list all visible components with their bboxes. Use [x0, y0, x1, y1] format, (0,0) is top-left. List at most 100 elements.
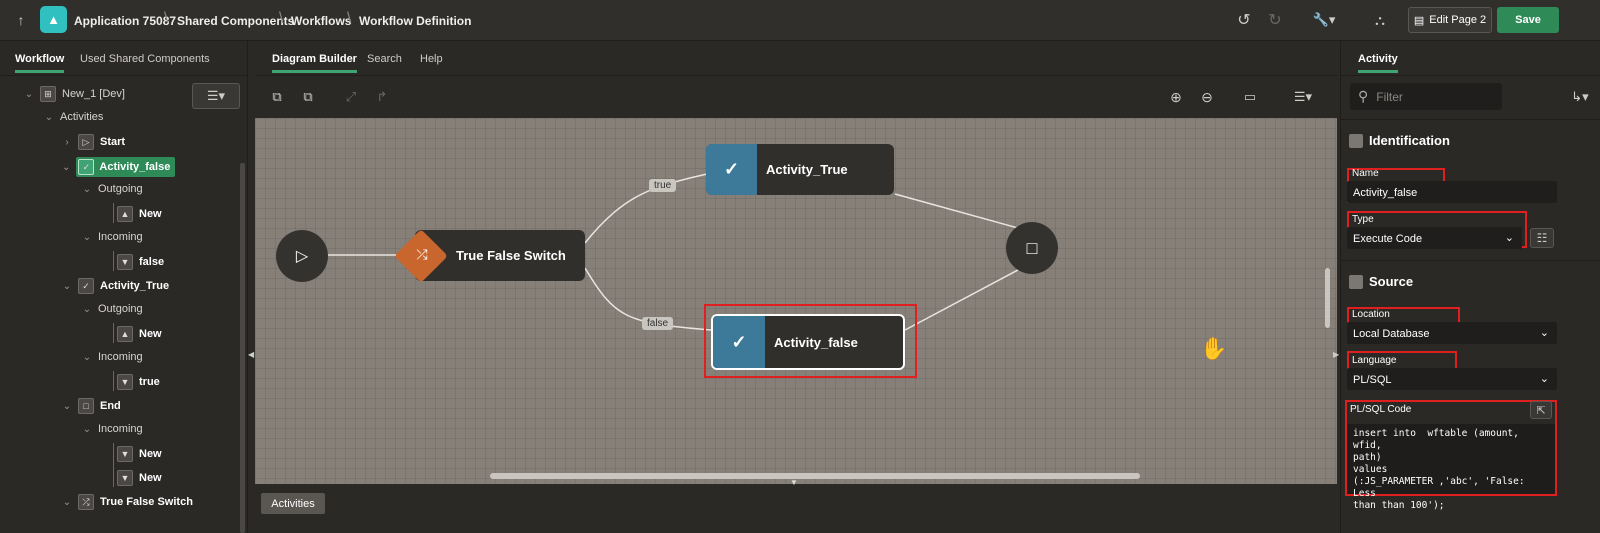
chevron-down-icon: ⌄: [82, 351, 92, 363]
highlight-box: [1345, 400, 1557, 496]
tree-end[interactable]: ⌄□End: [62, 398, 121, 414]
redo-icon[interactable]: ↻: [1268, 12, 1282, 29]
chevron-down-icon: ⌄: [82, 423, 92, 435]
name-field[interactable]: Activity_false: [1347, 181, 1557, 203]
activity-false-node[interactable]: ✓Activity_false: [711, 314, 905, 370]
list-icon[interactable]: ☷: [1530, 228, 1554, 248]
play-icon: ▷: [78, 134, 94, 150]
go-to-group-icon[interactable]: ↳▾: [1571, 89, 1589, 104]
tab-diagram-builder[interactable]: Diagram Builder: [272, 53, 357, 73]
undo-icon[interactable]: ↺: [1237, 12, 1251, 29]
tree-incoming[interactable]: ⌄Incoming: [82, 231, 143, 243]
chevron-down-icon: ⌄: [1504, 232, 1514, 244]
section-title: Source: [1369, 274, 1414, 289]
collapse-left-icon[interactable]: ◀: [248, 350, 255, 359]
arrow-down-icon: ▼: [117, 374, 133, 390]
tree-label: Incoming: [98, 231, 143, 243]
utilities-wrench-icon[interactable]: 🔧▾: [1312, 12, 1336, 27]
workflow-tree-panel: Workflow Used Shared Components ☰▾ ⌄⊞New…: [0, 41, 248, 533]
language-select[interactable]: PL/SQL⌄: [1347, 368, 1557, 390]
tab-activity[interactable]: Activity: [1358, 53, 1398, 73]
tab-used-shared-components[interactable]: Used Shared Components: [80, 53, 210, 65]
edge-true[interactable]: [584, 173, 708, 244]
tree-connection-new[interactable]: ▼New: [117, 470, 162, 486]
location-select[interactable]: Local Database⌄: [1347, 322, 1557, 344]
tree-label: true: [139, 376, 160, 388]
edge-false[interactable]: [584, 267, 712, 331]
tree-connection-new[interactable]: ▼New: [117, 446, 162, 462]
diagram-builder: Diagram Builder Search Help ⧉ ⧉ ⤢ ↱ ⊕ ⊖ …: [255, 41, 1337, 533]
check-circle-icon: ✓: [706, 144, 757, 195]
breadcrumb-shared-components[interactable]: Shared Components: [177, 14, 295, 28]
edit-page-button[interactable]: ▤Edit Page 2: [1408, 7, 1492, 33]
tree-switch[interactable]: ⌄⤮True False Switch: [62, 494, 193, 510]
tree-label: Outgoing: [98, 303, 143, 315]
expand-editor-icon[interactable]: ⇱: [1530, 401, 1552, 419]
edge-false-end[interactable]: [904, 269, 1019, 331]
connector-icon[interactable]: ⤢: [345, 89, 357, 104]
zoom-in-icon[interactable]: ⊕: [1170, 88, 1182, 105]
edge-label-false[interactable]: false: [642, 317, 674, 330]
tree-incoming[interactable]: ⌄Incoming: [82, 423, 143, 435]
chevron-down-icon: ⌄: [62, 161, 71, 173]
highlight-box: [704, 304, 917, 378]
tree-transition-new[interactable]: ▲New: [117, 206, 162, 222]
check-circle-icon: ✓: [713, 316, 765, 368]
diagram-menu-icon[interactable]: ☰▾: [1293, 89, 1313, 104]
tree-label: New: [139, 208, 162, 220]
fit-view-icon[interactable]: ▭: [1243, 89, 1257, 104]
tree-activity-false[interactable]: ⌄✓Activity_false: [62, 157, 176, 177]
tree-transition-new[interactable]: ▲New: [117, 326, 162, 342]
horizontal-scrollbar[interactable]: [490, 473, 1140, 479]
diagram-canvas[interactable]: ▷ True False Switch ⤮ ✓Activity_True ✓Ac…: [255, 118, 1337, 484]
section-source[interactable]: Source: [1349, 274, 1413, 289]
breadcrumb-workflows[interactable]: Workflows: [291, 14, 352, 28]
filter-input[interactable]: ⚲Filter: [1350, 83, 1502, 110]
code-editor[interactable]: insert into wftable (amount, wfid, path)…: [1347, 424, 1555, 511]
tree-connection-true[interactable]: ▼ true: [117, 374, 160, 390]
add-node-icon[interactable]: ⧉: [272, 89, 282, 104]
tab-help[interactable]: Help: [420, 53, 443, 65]
vertical-scrollbar[interactable]: [1325, 268, 1330, 328]
node-label: Activity_True: [766, 162, 848, 177]
search-icon: ⚲: [1358, 88, 1369, 104]
scrollbar[interactable]: [240, 163, 245, 533]
edge-true-end[interactable]: [894, 193, 1019, 229]
type-select[interactable]: Execute Code ⌄: [1347, 227, 1522, 249]
elbow-connector-icon[interactable]: ↱: [376, 89, 388, 104]
zoom-out-icon[interactable]: ⊖: [1201, 88, 1213, 105]
activity-true-node[interactable]: ✓ Activity_True: [706, 144, 894, 195]
breadcrumb-separator: \: [164, 10, 169, 27]
tree-label: Incoming: [98, 351, 143, 363]
edge-label-true[interactable]: true: [649, 179, 677, 192]
tab-workflow[interactable]: Workflow: [15, 53, 65, 73]
tree-incoming[interactable]: ⌄ Incoming: [82, 351, 143, 363]
tree-label: Activity_True: [100, 280, 170, 292]
section-identification[interactable]: Identification: [1349, 133, 1450, 148]
up-arrow-icon[interactable]: ↑: [17, 12, 25, 28]
tree-connection-false[interactable]: ▼false: [117, 254, 164, 270]
app-icon[interactable]: ▲: [40, 6, 67, 33]
check-circle-icon: ✓: [78, 159, 95, 175]
tab-activities[interactable]: Activities: [261, 493, 325, 514]
tree-root[interactable]: ⌄⊞New_1 [Dev]: [24, 86, 125, 102]
tree-start[interactable]: ›▷Start: [62, 134, 125, 150]
type-value: Execute Code: [1353, 233, 1423, 245]
shared-components-icon[interactable]: ⛬: [1375, 11, 1385, 28]
tree-label: Activities: [60, 111, 104, 123]
end-node[interactable]: □: [1006, 222, 1058, 274]
tree-menu-button[interactable]: ☰▾: [192, 83, 240, 109]
save-button[interactable]: Save: [1497, 7, 1559, 33]
breadcrumb-app[interactable]: Application 75087: [74, 14, 177, 28]
tree-activity-true[interactable]: ⌄✓Activity_True: [62, 278, 169, 294]
tree-activities[interactable]: ⌄Activities: [44, 111, 104, 123]
start-node[interactable]: ▷: [276, 230, 328, 282]
remove-node-icon[interactable]: ⧉: [303, 89, 313, 104]
collapse-bottom-icon[interactable]: ▼: [790, 478, 798, 487]
tab-search[interactable]: Search: [367, 53, 402, 65]
tree-outgoing[interactable]: ⌄Outgoing: [82, 303, 143, 315]
collapse-right-icon[interactable]: ▶: [1333, 350, 1340, 359]
tree-outgoing[interactable]: ⌄Outgoing: [82, 183, 143, 195]
top-bar: ↑ ▲ Application 75087 \ Shared Component…: [0, 0, 1600, 41]
breadcrumb-separator: \: [279, 10, 284, 27]
